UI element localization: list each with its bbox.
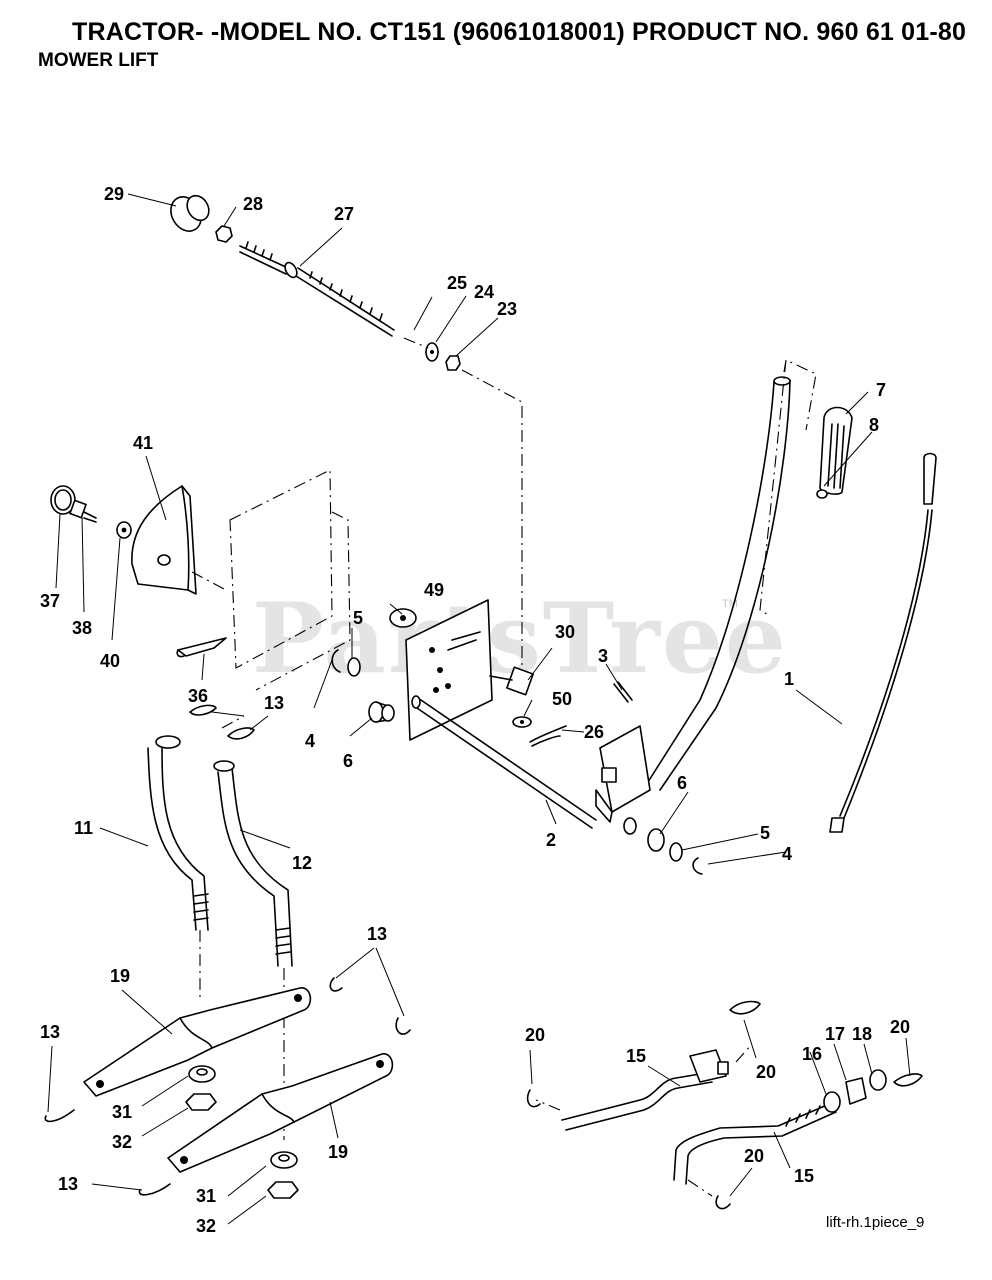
part-49-washer[interactable] bbox=[389, 608, 417, 628]
part-5-flat-washer-right[interactable] bbox=[669, 842, 683, 862]
callout-1: 1 bbox=[784, 669, 794, 689]
callout-16: 16 bbox=[802, 1044, 822, 1064]
part-28-nut[interactable] bbox=[215, 225, 233, 243]
callout-2: 2 bbox=[546, 830, 556, 850]
part-32-nut-upper[interactable] bbox=[185, 1093, 217, 1111]
callout-40: 40 bbox=[100, 651, 120, 671]
callout-5-right: 5 bbox=[760, 823, 770, 843]
callout-19-lower: 19 bbox=[328, 1142, 348, 1162]
part-2-lift-shaft[interactable] bbox=[411, 695, 637, 835]
part-36-spring-clip[interactable] bbox=[176, 637, 227, 658]
callout-50: 50 bbox=[552, 689, 572, 709]
callout-49: 49 bbox=[424, 580, 444, 600]
callout-23: 23 bbox=[497, 299, 517, 319]
part-40-washer[interactable] bbox=[116, 521, 132, 539]
part-17-adjuster-block[interactable] bbox=[845, 1077, 867, 1105]
part-27-threaded-rod[interactable] bbox=[239, 241, 395, 337]
part-3-pin[interactable] bbox=[613, 681, 633, 703]
part-37-clip-ring[interactable] bbox=[50, 485, 76, 515]
part-32-nut-lower[interactable] bbox=[267, 1181, 299, 1199]
callout-20-left: 20 bbox=[525, 1025, 545, 1045]
callout-27: 27 bbox=[334, 204, 354, 224]
callout-20-mid: 20 bbox=[756, 1062, 776, 1082]
callout-31-lower: 31 bbox=[196, 1186, 216, 1206]
callout-25: 25 bbox=[447, 273, 467, 293]
part-26-hairpin-clip[interactable] bbox=[529, 725, 567, 747]
page-title: TRACTOR- -MODEL NO. CT151 (96061018001) … bbox=[72, 18, 967, 46]
callout-4-right: 4 bbox=[782, 844, 792, 864]
part-5-flat-washer-left[interactable] bbox=[347, 657, 361, 677]
callout-41: 41 bbox=[133, 433, 153, 453]
part-23-nut[interactable] bbox=[445, 355, 461, 371]
callout-13-top: 13 bbox=[264, 693, 284, 713]
callout-12: 12 bbox=[292, 853, 312, 873]
callout-13-bottom: 13 bbox=[58, 1174, 78, 1194]
callout-6-right: 6 bbox=[677, 773, 687, 793]
part-13-hairpin-top[interactable] bbox=[189, 704, 255, 740]
section-subtitle: MOWER LIFT bbox=[38, 50, 159, 71]
part-20-hairpins[interactable] bbox=[526, 1000, 923, 1210]
callout-24: 24 bbox=[474, 282, 494, 302]
part-8-cap[interactable] bbox=[816, 489, 828, 499]
callout-38: 38 bbox=[72, 618, 92, 638]
callout-32-upper: 32 bbox=[112, 1132, 132, 1152]
part-18-nut[interactable] bbox=[869, 1069, 887, 1091]
part-29-knob[interactable] bbox=[165, 191, 213, 236]
part-31-bushing-lower[interactable] bbox=[270, 1151, 298, 1169]
callout-20-right: 20 bbox=[890, 1017, 910, 1037]
callout-4-left: 4 bbox=[305, 731, 315, 751]
callout-8: 8 bbox=[869, 415, 879, 435]
callout-15-upper: 15 bbox=[626, 1046, 646, 1066]
part-13-hairpins-lower[interactable] bbox=[44, 977, 411, 1196]
callout-30: 30 bbox=[555, 622, 575, 642]
callout-7: 7 bbox=[876, 380, 886, 400]
callout-13-left: 13 bbox=[40, 1022, 60, 1042]
callout-26: 26 bbox=[584, 722, 604, 742]
part-50-washer[interactable] bbox=[512, 716, 532, 728]
callout-32-lower: 32 bbox=[196, 1216, 216, 1236]
part-11-lift-link[interactable] bbox=[147, 735, 209, 931]
part-12-lift-link[interactable] bbox=[213, 760, 293, 967]
callout-5-left: 5 bbox=[353, 608, 363, 628]
callout-6-left: 6 bbox=[343, 751, 353, 771]
part-4-e-ring-right[interactable] bbox=[692, 857, 703, 875]
part-19-lift-arm-lower[interactable] bbox=[167, 1053, 394, 1173]
callout-18: 18 bbox=[852, 1024, 872, 1044]
part-19-lift-arm-upper[interactable] bbox=[83, 987, 312, 1097]
callout-31-upper: 31 bbox=[112, 1102, 132, 1122]
callout-17: 17 bbox=[825, 1024, 845, 1044]
callout-37: 37 bbox=[40, 591, 60, 611]
callout-13-right: 13 bbox=[367, 924, 387, 944]
part-41-pivot-bracket[interactable] bbox=[131, 485, 197, 595]
part-6-bushing-left[interactable] bbox=[368, 701, 395, 723]
part-38-bolt[interactable] bbox=[69, 499, 97, 523]
lift-handle[interactable] bbox=[595, 376, 791, 823]
part-24-washer[interactable] bbox=[425, 342, 439, 362]
drawing-reference: lift-rh.1piece_9 bbox=[826, 1214, 925, 1231]
part-6-bushing-right[interactable] bbox=[647, 828, 665, 852]
callout-19-upper: 19 bbox=[110, 966, 130, 986]
callout-11: 11 bbox=[74, 818, 93, 838]
callout-36: 36 bbox=[188, 686, 208, 706]
callout-20-lower: 20 bbox=[744, 1146, 764, 1166]
part-4-e-ring-left[interactable] bbox=[331, 649, 341, 673]
mounting-plate-outline bbox=[229, 469, 351, 691]
part-15-rod-upper[interactable] bbox=[561, 1049, 729, 1131]
callout-15-lower: 15 bbox=[794, 1166, 814, 1186]
part-16-nut[interactable] bbox=[823, 1091, 841, 1113]
callout-28: 28 bbox=[243, 194, 263, 214]
part-7-grip[interactable] bbox=[819, 406, 853, 495]
part-30-swivel-block[interactable] bbox=[489, 666, 534, 696]
part-15-rod-lower[interactable] bbox=[673, 1101, 837, 1185]
part-31-bushing-upper[interactable] bbox=[188, 1065, 216, 1083]
callout-3: 3 bbox=[598, 646, 608, 666]
part-1-lift-rod[interactable] bbox=[829, 452, 937, 833]
callout-29: 29 bbox=[104, 184, 124, 204]
